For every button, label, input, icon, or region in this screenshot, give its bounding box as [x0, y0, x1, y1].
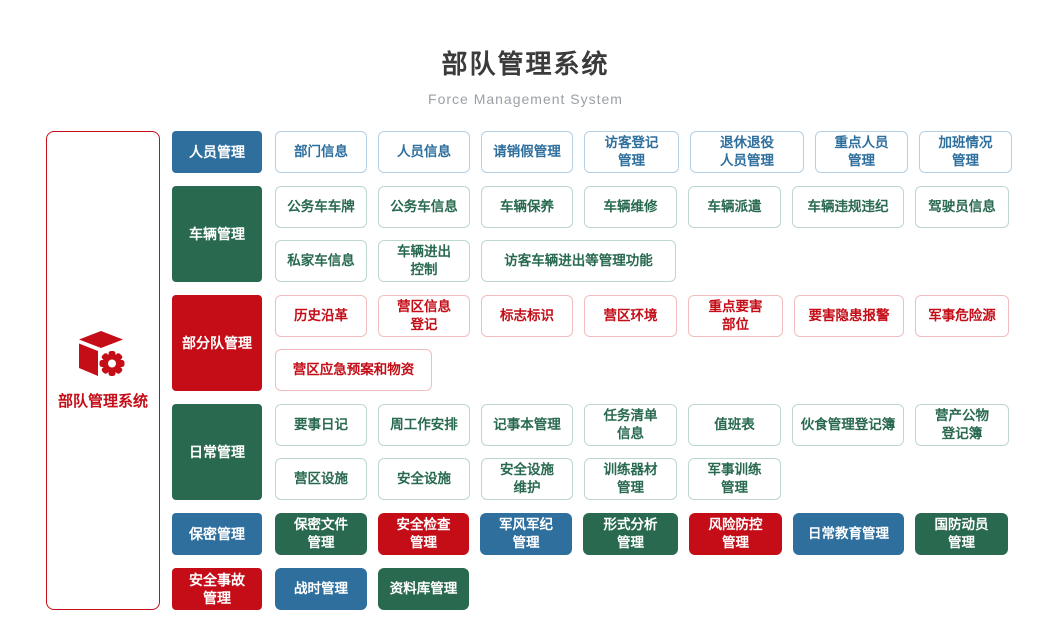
module-item[interactable]: 车辆进出 控制 — [378, 240, 470, 282]
page-subtitle: Force Management System — [428, 91, 623, 107]
group-header-subunit[interactable]: 部分队管理 — [172, 295, 262, 391]
module-item[interactable]: 值班表 — [688, 404, 781, 446]
module-item[interactable]: 营区应急预案和物资 — [275, 349, 432, 391]
module-item[interactable]: 车辆违规违纪 — [792, 186, 904, 228]
group-row-accident: 安全事故 管理战时管理资料库管理 — [172, 568, 1012, 610]
module-item[interactable]: 标志标识 — [481, 295, 573, 337]
module-item[interactable]: 公务车车牌 — [275, 186, 367, 228]
module-item[interactable]: 加班情况 管理 — [919, 131, 1012, 173]
module-item[interactable]: 私家车信息 — [275, 240, 367, 282]
group-lines-personnel: 部门信息人员信息请销假管理访客登记 管理退休退役 人员管理重点人员 管理加班情况… — [275, 131, 1012, 173]
group-lines-subunit: 历史沿革营区信息 登记标志标识营区环境重点要害 部位要害隐患报警军事危险源营区应… — [275, 295, 1009, 391]
module-item[interactable]: 部门信息 — [275, 131, 367, 173]
module-item[interactable]: 重点人员 管理 — [815, 131, 908, 173]
module-item[interactable]: 安全设施 维护 — [481, 458, 573, 500]
cube-gear-icon — [79, 331, 125, 376]
module-item[interactable]: 记事本管理 — [481, 404, 573, 446]
group-row-personnel: 人员管理部门信息人员信息请销假管理访客登记 管理退休退役 人员管理重点人员 管理… — [172, 131, 1012, 173]
root-system-label: 部队管理系统 — [57, 393, 148, 410]
module-item[interactable]: 风险防控 管理 — [689, 513, 782, 555]
module-item[interactable]: 保密文件 管理 — [275, 513, 367, 555]
group-line: 保密文件 管理安全检查 管理军风军纪 管理形式分析 管理风险防控 管理日常教育管… — [275, 513, 1008, 555]
module-item[interactable]: 要事日记 — [275, 404, 367, 446]
group-line: 历史沿革营区信息 登记标志标识营区环境重点要害 部位要害隐患报警军事危险源 — [275, 295, 1009, 337]
group-header-vehicle[interactable]: 车辆管理 — [172, 186, 262, 282]
module-item[interactable]: 战时管理 — [275, 568, 367, 610]
module-item[interactable]: 安全检查 管理 — [378, 513, 469, 555]
module-item[interactable]: 驾驶员信息 — [915, 186, 1009, 228]
group-row-secrecy: 保密管理保密文件 管理安全检查 管理军风军纪 管理形式分析 管理风险防控 管理日… — [172, 513, 1012, 555]
group-line: 营区设施安全设施安全设施 维护训练器材 管理军事训练 管理 — [275, 458, 1009, 500]
group-row-vehicle: 车辆管理公务车车牌公务车信息车辆保养车辆维修车辆派遣车辆违规违纪驾驶员信息私家车… — [172, 186, 1012, 282]
module-item[interactable]: 访客登记 管理 — [584, 131, 679, 173]
group-line: 营区应急预案和物资 — [275, 349, 1009, 391]
module-item[interactable]: 历史沿革 — [275, 295, 367, 337]
group-line: 部门信息人员信息请销假管理访客登记 管理退休退役 人员管理重点人员 管理加班情况… — [275, 131, 1012, 173]
group-lines-accident: 战时管理资料库管理 — [275, 568, 469, 610]
module-item[interactable]: 车辆保养 — [481, 186, 573, 228]
group-header-personnel[interactable]: 人员管理 — [172, 131, 262, 173]
group-line: 战时管理资料库管理 — [275, 568, 469, 610]
module-item[interactable]: 营区信息 登记 — [378, 295, 470, 337]
module-item[interactable]: 营区环境 — [584, 295, 677, 337]
group-line: 公务车车牌公务车信息车辆保养车辆维修车辆派遣车辆违规违纪驾驶员信息 — [275, 186, 1009, 228]
module-item[interactable]: 访客车辆进出等管理功能 — [481, 240, 676, 282]
module-item[interactable]: 伙食管理登记簿 — [792, 404, 904, 446]
system-diagram: 部队管理系统 人员管理部门信息人员信息请销假管理访客登记 管理退休退役 人员管理… — [46, 131, 1012, 610]
group-row-subunit: 部分队管理历史沿革营区信息 登记标志标识营区环境重点要害 部位要害隐患报警军事危… — [172, 295, 1012, 391]
module-item[interactable]: 退休退役 人员管理 — [690, 131, 804, 173]
module-item[interactable]: 要害隐患报警 — [794, 295, 904, 337]
page-title: 部队管理系统 — [441, 49, 610, 79]
module-item[interactable]: 军事训练 管理 — [688, 458, 781, 500]
module-item[interactable]: 公务车信息 — [378, 186, 470, 228]
module-item[interactable]: 形式分析 管理 — [583, 513, 678, 555]
module-item[interactable]: 资料库管理 — [378, 568, 469, 610]
module-item[interactable]: 车辆维修 — [584, 186, 677, 228]
module-item[interactable]: 请销假管理 — [481, 131, 573, 173]
module-item[interactable]: 车辆派遣 — [688, 186, 781, 228]
module-item[interactable]: 安全设施 — [378, 458, 470, 500]
module-item[interactable]: 国防动员 管理 — [915, 513, 1008, 555]
module-item[interactable]: 军风军纪 管理 — [480, 513, 572, 555]
module-item[interactable]: 训练器材 管理 — [584, 458, 677, 500]
module-item[interactable]: 军事危险源 — [915, 295, 1009, 337]
module-item[interactable]: 营区设施 — [275, 458, 367, 500]
group-line: 要事日记周工作安排记事本管理任务清单 信息值班表伙食管理登记簿营产公物 登记簿 — [275, 404, 1009, 446]
group-header-daily[interactable]: 日常管理 — [172, 404, 262, 500]
group-lines-daily: 要事日记周工作安排记事本管理任务清单 信息值班表伙食管理登记簿营产公物 登记簿营… — [275, 404, 1009, 500]
page-header: 部队管理系统 Force Management System — [0, 0, 1051, 107]
module-item[interactable]: 营产公物 登记簿 — [915, 404, 1009, 446]
groups-container: 人员管理部门信息人员信息请销假管理访客登记 管理退休退役 人员管理重点人员 管理… — [172, 131, 1012, 610]
module-item[interactable]: 周工作安排 — [378, 404, 470, 446]
group-lines-vehicle: 公务车车牌公务车信息车辆保养车辆维修车辆派遣车辆违规违纪驾驶员信息私家车信息车辆… — [275, 186, 1009, 282]
root-system-box[interactable]: 部队管理系统 — [46, 131, 160, 610]
module-item[interactable]: 任务清单 信息 — [584, 404, 677, 446]
group-header-accident[interactable]: 安全事故 管理 — [172, 568, 262, 610]
group-lines-secrecy: 保密文件 管理安全检查 管理军风军纪 管理形式分析 管理风险防控 管理日常教育管… — [275, 513, 1008, 555]
group-line: 私家车信息车辆进出 控制访客车辆进出等管理功能 — [275, 240, 1009, 282]
module-item[interactable]: 重点要害 部位 — [688, 295, 783, 337]
group-row-daily: 日常管理要事日记周工作安排记事本管理任务清单 信息值班表伙食管理登记簿营产公物 … — [172, 404, 1012, 500]
module-item[interactable]: 日常教育管理 — [793, 513, 904, 555]
group-header-secrecy[interactable]: 保密管理 — [172, 513, 262, 555]
module-item[interactable]: 人员信息 — [378, 131, 470, 173]
